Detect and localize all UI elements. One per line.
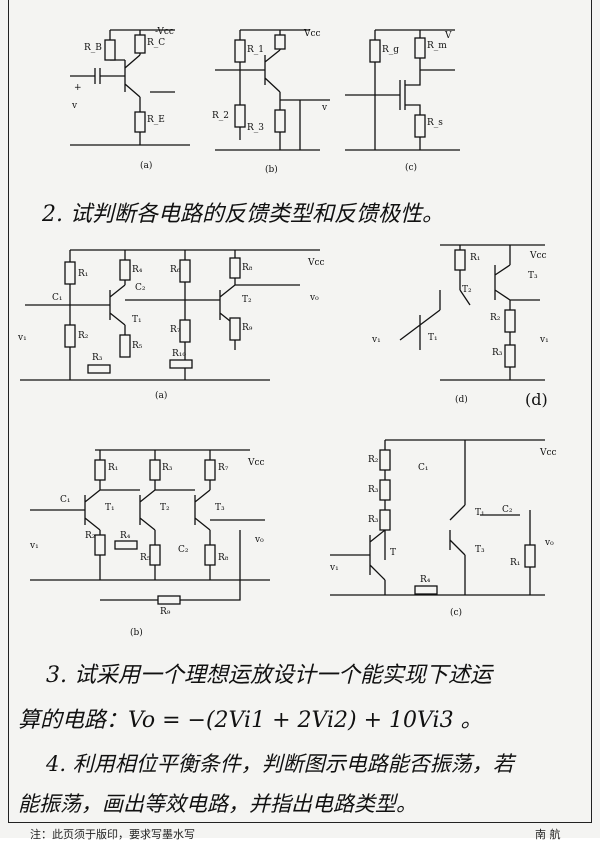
svg-text:C₁: C₁ <box>418 463 429 473</box>
label-rs: R_s <box>427 118 443 128</box>
svg-text:Vcc: Vcc <box>539 448 557 458</box>
label-rg: R_g <box>382 45 399 55</box>
question-4-line-2: 能振荡，画出等效电路，并指出电路类型。 <box>18 792 417 816</box>
svg-text:R₃: R₃ <box>368 515 379 525</box>
svg-text:Vcc: Vcc <box>529 251 547 261</box>
svg-text:V: V <box>444 31 452 41</box>
svg-text:Vcc: Vcc <box>303 29 321 39</box>
svg-text:T₂: T₂ <box>160 503 170 513</box>
circuit-q2-d: R₁ R₂ R₃ T₃ T₂ T₁ Vcc v₁ v₁ (d) (d) <box>371 244 549 409</box>
question-4-line-1: 4. 利用相位平衡条件，判断图示电路能否振荡，若 <box>46 752 514 776</box>
circuit-top-a: R_B R_C R_E -Vcc + v (a) <box>70 27 190 171</box>
svg-text:T₂: T₂ <box>462 285 472 295</box>
svg-text:C₂: C₂ <box>178 545 189 555</box>
label-top-a: (a) <box>140 160 152 171</box>
circuit-q2-c: R₂ R₃ R₃ R₄ R₁ C₁ C₂ T₁ T₃ T Vcc v₀ v₁ (c) <box>329 439 557 618</box>
circuit-top-c: R_g R_m R_s V (c) <box>345 29 460 173</box>
svg-text:T₃: T₃ <box>215 503 225 513</box>
question-3-line-2: 算的电路：Vo = −(2Vi1 + 2Vi2) + 10Vi3 。 <box>18 708 483 733</box>
svg-text:T₁: T₁ <box>475 508 485 518</box>
label-re: R_E <box>147 115 165 125</box>
svg-text:R₃: R₃ <box>368 485 379 495</box>
svg-text:v₁: v₁ <box>539 335 549 345</box>
label-top-c: (c) <box>405 162 417 173</box>
svg-text:C₂: C₂ <box>135 283 146 293</box>
svg-text:R₉: R₉ <box>160 607 171 617</box>
label-r3: R_3 <box>247 123 264 133</box>
svg-text:R₂: R₂ <box>78 331 89 341</box>
svg-text:R₁₀: R₁₀ <box>172 349 186 359</box>
label-top-b: (b) <box>265 164 278 175</box>
svg-text:v₀: v₀ <box>309 293 319 303</box>
svg-text:v₁: v₁ <box>329 563 339 573</box>
svg-text:v₀: v₀ <box>254 535 264 545</box>
svg-text:+: + <box>74 83 82 93</box>
svg-text:R₁: R₁ <box>108 463 118 473</box>
svg-text:R₃: R₃ <box>492 348 503 358</box>
label-q2-a: (a) <box>155 390 167 401</box>
svg-text:R₃: R₃ <box>162 463 173 473</box>
label-rb: R_B <box>84 43 102 53</box>
svg-text:v: v <box>71 101 78 111</box>
svg-text:R₃: R₃ <box>92 353 103 363</box>
svg-text:T₁: T₁ <box>105 503 115 513</box>
svg-text:R₄: R₄ <box>132 265 143 275</box>
label-q2-b: (b) <box>130 627 143 638</box>
svg-text:R₅: R₅ <box>140 553 151 563</box>
svg-text:R₆: R₆ <box>170 265 181 275</box>
label-r1: R_1 <box>247 45 264 55</box>
svg-text:v₁: v₁ <box>17 333 27 343</box>
label-q2-d: (d) <box>455 394 468 405</box>
svg-text:R₇: R₇ <box>170 325 181 335</box>
svg-text:v₀: v₀ <box>544 538 554 548</box>
svg-text:R₂: R₂ <box>368 455 379 465</box>
label-rc: R_C <box>147 38 165 48</box>
question-3-line-1: 3. 试采用一个理想运放设计一个能实现下述运 <box>46 663 492 688</box>
svg-text:R₄: R₄ <box>420 575 431 585</box>
svg-text:T₁: T₁ <box>132 315 142 325</box>
page-border <box>8 0 592 823</box>
svg-text:R₄: R₄ <box>120 531 131 541</box>
circuit-q2-b: R₁ R₃ R₇ R₂ R₄ R₅ R₈ R₉ C₁ C₂ T₁ T₂ T₃ Vcc v₀ v₁ (b) <box>29 449 270 638</box>
svg-text:C₁: C₁ <box>60 495 71 505</box>
label-q2-c: (c) <box>450 607 462 618</box>
svg-text:v: v <box>321 103 328 113</box>
svg-text:Vcc: Vcc <box>307 258 325 268</box>
svg-text:C₂: C₂ <box>502 505 513 515</box>
footer-school: 南 航 <box>535 828 561 841</box>
svg-text:T₁: T₁ <box>428 333 438 343</box>
circuit-top-b: R_1 R_2 R_3 Vcc v (b) <box>212 29 330 175</box>
question-2: 2. 试判断各电路的反馈类型和反馈极性。 <box>42 202 444 227</box>
svg-text:R₁: R₁ <box>510 558 520 568</box>
svg-text:C₁: C₁ <box>52 293 63 303</box>
svg-text:T₃: T₃ <box>475 545 485 555</box>
svg-text:T₃: T₃ <box>528 271 538 281</box>
svg-text:v₁: v₁ <box>29 541 39 551</box>
svg-text:R₉: R₉ <box>242 323 253 333</box>
footer-note: 注：此页须于版印，要求写墨水写 <box>30 828 195 841</box>
svg-text:R₈: R₈ <box>218 553 229 563</box>
svg-text:v₁: v₁ <box>371 335 381 345</box>
svg-text:R₁: R₁ <box>470 253 480 263</box>
svg-text:T₂: T₂ <box>242 295 252 305</box>
label-q2-d-handwritten: (d) <box>525 390 548 409</box>
svg-text:R₅: R₅ <box>132 341 143 351</box>
svg-text:R₇: R₇ <box>218 463 229 473</box>
svg-text:-Vcc: -Vcc <box>155 27 174 37</box>
svg-text:T: T <box>390 548 396 558</box>
svg-text:R₂: R₂ <box>85 531 96 541</box>
svg-text:R₂: R₂ <box>490 313 501 323</box>
svg-text:R₈: R₈ <box>242 263 253 273</box>
top-circuits-diagram: R_B R_C R_E -Vcc + v (a) R_1 R_2 R_3 Vcc v… <box>70 27 460 175</box>
svg-text:R₁: R₁ <box>78 269 88 279</box>
label-rm: R_m <box>427 41 447 51</box>
svg-text:Vcc: Vcc <box>247 458 265 468</box>
label-r2: R_2 <box>212 111 229 121</box>
